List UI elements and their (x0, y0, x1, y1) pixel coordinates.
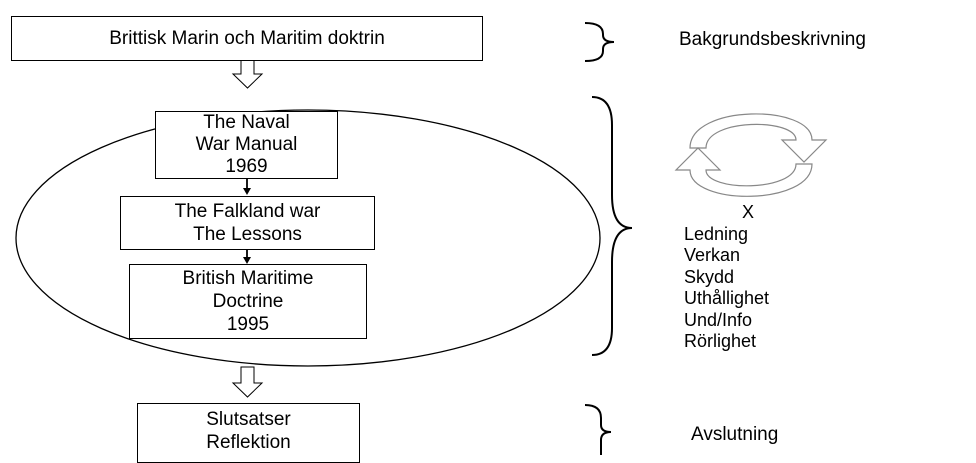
down-arrow-icon (243, 250, 251, 264)
factor-item: Verkan (684, 245, 741, 265)
box-line: War Manual (195, 134, 298, 155)
falkland-war-box: The Falkland war The Lessons (120, 196, 375, 250)
hollow-down-arrow-icon (231, 59, 264, 89)
box-line: The Falkland war (174, 201, 321, 222)
intro-box: Brittisk Marin och Maritim doktrin (11, 16, 483, 61)
right-curly-brace-icon (584, 22, 615, 62)
factor-item: Ledning (684, 223, 749, 244)
box-line: 1969 (225, 156, 268, 177)
box-line: Slutsatser (206, 409, 291, 430)
hollow-down-arrow-icon (231, 366, 264, 398)
factor-item: Uthållighet (684, 288, 770, 308)
conclusions-box: Slutsatser Reflektion (137, 403, 360, 463)
box-line: 1995 (226, 314, 270, 335)
right-curly-brace-icon (591, 96, 633, 356)
factor-item: Und/Info (684, 309, 753, 330)
cycle-arrows-icon (674, 113, 828, 197)
down-arrow-icon (243, 179, 251, 195)
box-line: The Naval (203, 112, 290, 133)
british-maritime-doctrine-box: British Maritime Doctrine 1995 (129, 264, 367, 339)
conclusion-label: Avslutning (691, 424, 779, 445)
analysis-circle (15, 109, 601, 367)
intro-box-label: Brittisk Marin och Maritim doktrin (109, 28, 385, 49)
box-line: British Maritime (182, 268, 314, 289)
box-line: Reflektion (206, 432, 291, 453)
factor-item: Skydd (684, 266, 735, 287)
right-curly-brace-icon (584, 404, 612, 455)
factor-item: Rörlighet (684, 331, 757, 351)
box-line: The Lessons (193, 224, 302, 245)
background-label: Bakgrundsbeskrivning (679, 29, 866, 50)
factor-x-label: X (742, 202, 755, 222)
box-line: Doctrine (212, 291, 284, 312)
naval-war-manual-box: The Naval War Manual 1969 (155, 111, 338, 179)
factors-list: X Ledning Verkan Skydd Uthållighet Und/I… (684, 202, 769, 353)
